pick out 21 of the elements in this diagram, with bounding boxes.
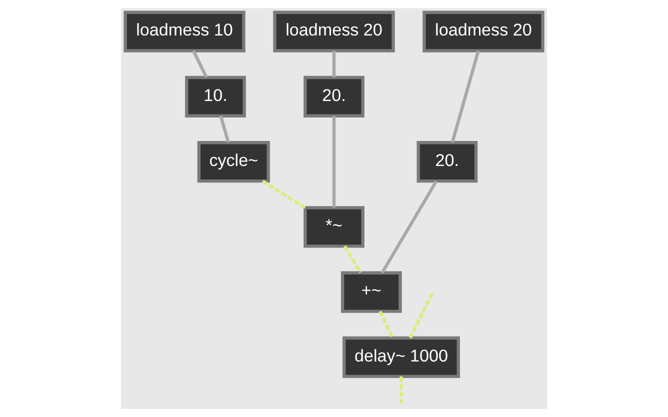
node-box: 20. [304,76,364,118]
node-box: *~ [304,206,364,248]
connector [343,245,362,274]
node-box: loadmess 20 [273,10,395,52]
node-box: cycle~ [197,141,270,183]
connector [192,50,208,78]
node-box: loadmess 20 [422,10,544,52]
node-box: 20. [416,141,478,183]
connector [380,180,438,274]
node-box: delay~ 1000 [342,336,460,378]
connector [378,310,394,338]
connector [219,116,230,143]
connector [400,376,403,403]
connector [332,50,336,78]
node-box: loadmess 10 [124,10,246,52]
node-box: +~ [340,271,402,313]
connector [450,50,480,143]
connector [262,180,306,210]
node-box: 10. [185,76,246,118]
connector [408,292,434,339]
connector [332,116,336,208]
